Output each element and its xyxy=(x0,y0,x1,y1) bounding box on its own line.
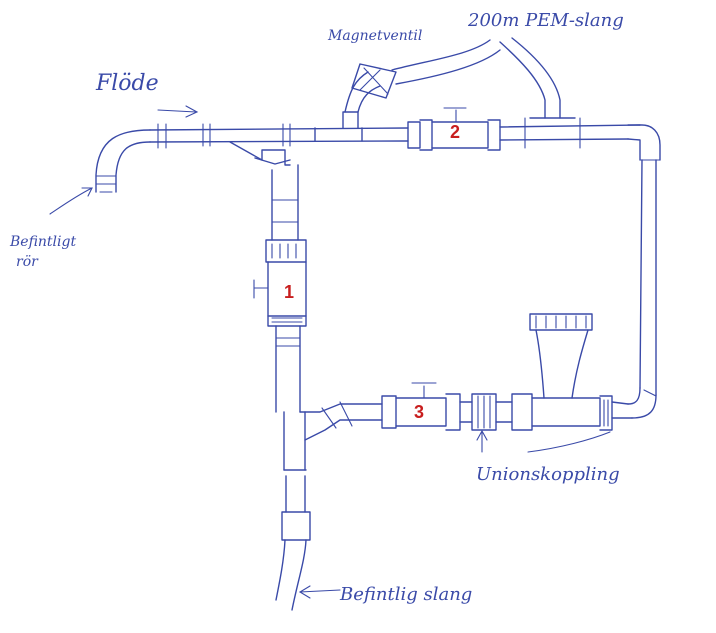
valve-2-handle xyxy=(443,107,467,123)
magnet-valve-branch xyxy=(314,39,501,142)
union-coupling-label: Unionskoppling xyxy=(476,464,620,485)
existing-pipe-label-line1: Befintligt xyxy=(9,234,76,250)
flow-label: Flöde xyxy=(95,71,159,96)
top-main-pipe xyxy=(149,117,641,149)
tee-to-valve-1 xyxy=(229,141,299,241)
valve-3-handle xyxy=(411,382,437,399)
existing-pipe-label-line2: rör xyxy=(16,254,39,270)
union-coupling-arrow xyxy=(476,429,611,453)
existing-hose-arrow xyxy=(298,585,341,599)
pem-hose-label: 200m PEM-slang xyxy=(467,10,624,31)
flow-arrow xyxy=(157,105,199,118)
existing-pipe-arrow xyxy=(49,187,93,215)
magnet-valve-body xyxy=(351,63,397,99)
existing-pipe-elbow xyxy=(95,129,151,193)
valve-1-assembly xyxy=(253,239,307,327)
union-coupling-section xyxy=(471,393,633,431)
pem-hose-branch xyxy=(499,37,576,119)
magnet-valve-label: Magnetventil xyxy=(327,28,422,44)
existing-hose-label: Befintlig slang xyxy=(339,584,472,605)
left-vertical-pipe xyxy=(275,325,311,611)
valve-2-marker: 2 xyxy=(450,122,460,142)
bottom-tee-branch xyxy=(299,401,383,441)
valve-1-handle xyxy=(253,279,269,299)
valve-1-marker: 1 xyxy=(284,282,294,302)
valve-3-marker: 3 xyxy=(414,402,424,422)
valve-3-assembly xyxy=(381,382,473,431)
right-vertical-pipe xyxy=(627,159,657,419)
funnel-fitting xyxy=(529,313,593,399)
right-top-elbow xyxy=(627,124,661,161)
valve-2-assembly xyxy=(407,107,501,151)
